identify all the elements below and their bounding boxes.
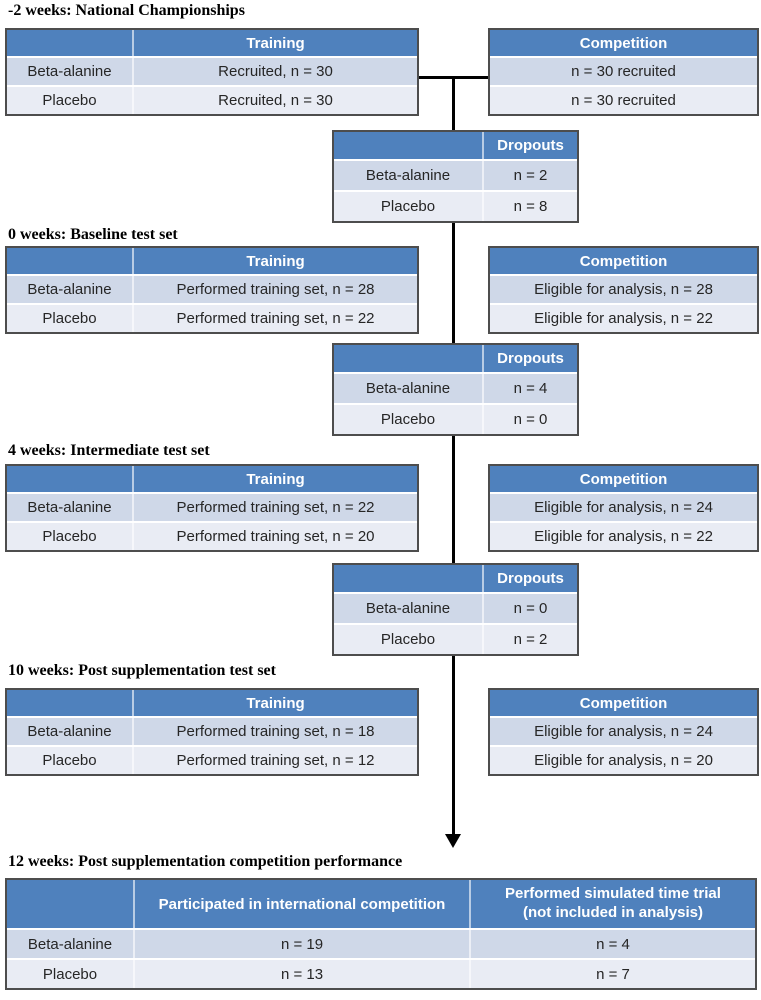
- table-header-blank: [7, 880, 135, 928]
- row-value: n = 0: [513, 600, 548, 617]
- row-value: n = 2: [513, 631, 548, 648]
- row-value: Eligible for analysis, n = 20: [534, 752, 713, 769]
- row-label: Beta-alanine: [7, 718, 134, 745]
- table-header-training: Training: [246, 470, 305, 488]
- training-table: Training Beta-alanine Performed training…: [5, 246, 419, 334]
- row-label: Placebo: [334, 625, 484, 654]
- row-value: Performed training set, n = 22: [176, 499, 375, 516]
- dropouts-table: Dropouts Beta-alanine n = 2 Placebo n = …: [332, 130, 579, 223]
- flow-connector-vertical: [452, 77, 455, 836]
- final-performance-table: Participated in international competitio…: [5, 878, 757, 990]
- training-table: Training Beta-alanine Performed training…: [5, 688, 419, 776]
- competition-table: Competition Eligible for analysis, n = 2…: [488, 246, 759, 334]
- table-header-competition: Competition: [579, 34, 668, 52]
- flow-arrowhead-icon: [445, 834, 461, 848]
- table-header-blank: [7, 466, 134, 492]
- competition-table: Competition Eligible for analysis, n = 2…: [488, 464, 759, 552]
- row-value: n = 4: [513, 380, 548, 397]
- dropouts-table: Dropouts Beta-alanine n = 0 Placebo n = …: [332, 563, 579, 656]
- table-header-blank: [334, 345, 484, 372]
- row-value: Performed training set, n = 12: [176, 752, 375, 769]
- table-header-competition: Competition: [579, 694, 668, 712]
- table-header-competition: Competition: [579, 470, 668, 488]
- section-heading: 4 weeks: Intermediate test set: [8, 442, 210, 459]
- row-value: Recruited, n = 30: [218, 63, 333, 80]
- competition-table: Competition Eligible for analysis, n = 2…: [488, 688, 759, 776]
- row-value: Eligible for analysis, n = 24: [534, 499, 713, 516]
- row-value: n = 13: [135, 960, 471, 988]
- row-label: Beta-alanine: [334, 594, 484, 623]
- row-value: n = 30 recruited: [571, 92, 676, 109]
- row-label: Beta-alanine: [7, 58, 134, 85]
- row-value: Eligible for analysis, n = 22: [534, 528, 713, 545]
- row-value: Performed training set, n = 18: [176, 723, 375, 740]
- table-header-training: Training: [246, 34, 305, 52]
- row-label: Beta-alanine: [7, 494, 134, 521]
- table-header-blank: [334, 132, 484, 159]
- section-heading: 0 weeks: Baseline test set: [8, 226, 178, 243]
- row-label: Beta-alanine: [334, 161, 484, 190]
- table-header-training: Training: [246, 694, 305, 712]
- row-value: Recruited, n = 30: [218, 92, 333, 109]
- row-value: n = 4: [596, 935, 630, 953]
- row-label: Beta-alanine: [7, 930, 135, 958]
- row-label: Placebo: [7, 305, 134, 332]
- table-header-timetrial-line2: (not included in analysis): [522, 904, 704, 921]
- row-value: n = 30 recruited: [571, 63, 676, 80]
- row-label: Placebo: [7, 87, 134, 114]
- row-value: Performed training set, n = 20: [176, 528, 375, 545]
- row-value: n = 8: [513, 198, 548, 215]
- table-header-blank: [334, 565, 484, 592]
- dropouts-table: Dropouts Beta-alanine n = 4 Placebo n = …: [332, 343, 579, 436]
- row-value: n = 2: [513, 167, 548, 184]
- row-value: Eligible for analysis, n = 28: [534, 281, 713, 298]
- section-heading: 12 weeks: Post supplementation competiti…: [8, 853, 403, 870]
- row-label: Beta-alanine: [334, 374, 484, 403]
- table-header-dropouts: Dropouts: [497, 570, 564, 587]
- row-value: n = 7: [596, 965, 630, 983]
- table-header-blank: [7, 690, 134, 716]
- table-header-timetrial: Performed simulated time trial (not incl…: [471, 880, 755, 928]
- table-header-dropouts: Dropouts: [497, 350, 564, 367]
- table-header-competition: Competition: [579, 252, 668, 270]
- section-heading: 10 weeks: Post supplementation test set: [8, 662, 276, 679]
- training-table: Training Beta-alanine Recruited, n = 30 …: [5, 28, 419, 116]
- row-label: Placebo: [334, 405, 484, 434]
- row-label: Placebo: [334, 192, 484, 221]
- row-label: Placebo: [7, 960, 135, 988]
- table-header-international: Participated in international competitio…: [135, 880, 471, 928]
- row-label: Beta-alanine: [7, 276, 134, 303]
- table-header-blank: [7, 30, 134, 56]
- row-value: Performed training set, n = 28: [176, 281, 375, 298]
- table-header-dropouts: Dropouts: [497, 137, 564, 154]
- table-header-timetrial-line1: Performed simulated time trial: [505, 885, 721, 903]
- row-label: Placebo: [7, 747, 134, 774]
- training-table: Training Beta-alanine Performed training…: [5, 464, 419, 552]
- table-header-blank: [7, 248, 134, 274]
- row-value: Eligible for analysis, n = 22: [534, 310, 713, 327]
- row-value: n = 19: [135, 930, 471, 958]
- row-label: Placebo: [7, 523, 134, 550]
- section-heading: -2 weeks: National Championships: [8, 2, 245, 19]
- table-header-training: Training: [246, 252, 305, 270]
- row-value: Eligible for analysis, n = 24: [534, 723, 713, 740]
- row-value: n = 0: [513, 411, 548, 428]
- row-value: Performed training set, n = 22: [176, 310, 375, 327]
- competition-table: Competition n = 30 recruited n = 30 recr…: [488, 28, 759, 116]
